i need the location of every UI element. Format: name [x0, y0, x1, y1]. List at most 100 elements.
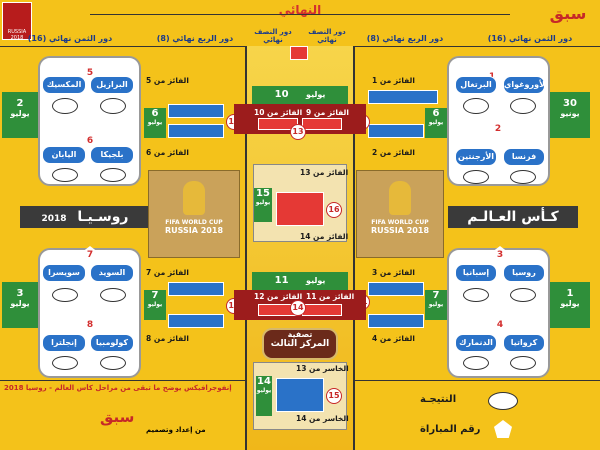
match-number-8: 8 — [82, 316, 98, 332]
team-japan[interactable]: اليابان — [42, 146, 86, 164]
legend-match-icon — [494, 420, 512, 438]
header-qf-right: دور الربع نهائي (8) — [366, 34, 444, 43]
footer-line-right — [355, 380, 600, 381]
team-mexico[interactable]: المكسيك — [42, 76, 86, 94]
third-month: يوليو — [256, 387, 272, 394]
score-england — [52, 356, 78, 370]
score-japan — [52, 168, 78, 182]
team-belgium[interactable]: بلجيكا — [90, 146, 134, 164]
date-right-bottom: 1 يوليو — [550, 282, 590, 328]
label-loser-13: الخاسر من 13 — [296, 364, 349, 373]
cup-line1: FIFA WORLD CUP — [371, 219, 429, 226]
date-month: يوليو — [10, 299, 30, 308]
banner-left: 2018 روسـيـا — [20, 206, 150, 228]
cup-line2: RUSSIA 2018 — [164, 226, 224, 235]
label-winner-12: الفائز من 12 — [254, 292, 303, 301]
score-uruguay — [510, 98, 536, 114]
cup-image-left: FIFA WORLD CUP RUSSIA 2018 — [148, 170, 240, 258]
score-russia — [510, 288, 536, 302]
third-place-label1: تصفية — [287, 330, 313, 339]
qf-date-left-top: 6 يوليو — [144, 108, 166, 138]
score-colombia — [100, 356, 126, 370]
team-portugal[interactable]: البرتغال — [455, 76, 497, 94]
team-sweden[interactable]: السويد — [90, 264, 134, 282]
date-day: 30 — [563, 98, 577, 109]
sf-day: 11 — [274, 275, 289, 286]
final-top-marker — [290, 46, 308, 60]
team-denmark[interactable]: الدنمارك — [455, 334, 497, 352]
qf-month: يوليو — [147, 119, 163, 126]
qf-slot-left-1 — [168, 104, 224, 118]
label-winner-10: الفائز من 10 — [254, 108, 303, 117]
header-qf-left: دور الربع نهائي (8) — [156, 34, 234, 43]
legend-result-label: النتيجـة — [420, 394, 457, 405]
final-month: يوليو — [255, 199, 271, 206]
date-month: يوليو — [560, 299, 580, 308]
qf-date-right-top: 6 يوليو — [425, 108, 447, 138]
date-month: يوليو — [10, 109, 30, 118]
wc-logo: RUSSIA 2018 — [2, 2, 32, 41]
footer-logo: سبق — [100, 408, 135, 426]
qf-slot-right-1 — [368, 90, 438, 104]
sf-month: يوليو — [306, 276, 326, 285]
score-sweden — [100, 288, 126, 302]
qf-day: 7 — [432, 290, 440, 301]
qf-date-right-bottom: 7 يوليو — [425, 290, 447, 320]
score-mexico — [52, 98, 78, 114]
label-winner-6: الفائز من 6 — [146, 148, 189, 157]
date-left-top: 2 يوليو — [2, 92, 38, 138]
cup-image-right: FIFA WORLD CUP RUSSIA 2018 — [356, 170, 444, 258]
label-winner-11: الفائز من 11 — [306, 292, 355, 301]
match-number-4: 4 — [492, 316, 508, 332]
qf-day: 6 — [432, 108, 440, 119]
team-brazil[interactable]: البرازيل — [90, 76, 134, 94]
team-russia[interactable]: روسيا — [503, 264, 545, 282]
score-belgium — [100, 168, 126, 182]
match-number-16: 16 — [326, 202, 342, 218]
final-slot — [276, 192, 324, 226]
date-day: 1 — [566, 288, 574, 299]
label-winner-7: الفائز من 7 — [146, 268, 189, 277]
label-winner-2: الفائز من 2 — [372, 148, 415, 157]
team-uruguay[interactable]: الأوروغواي — [503, 76, 548, 94]
qf-slot-right-4 — [368, 314, 424, 328]
team-england[interactable]: إنجلترا — [42, 334, 86, 352]
third-place-badge: تصفية المركز الثالث — [262, 328, 338, 360]
team-france[interactable]: فرنسا — [503, 148, 545, 166]
date-day: 3 — [16, 288, 24, 299]
header-r16-left: دور الثمن نهائي (16) — [27, 34, 113, 43]
footer-text: إنفوجرافيكس يوضح ما تبقى من مراحل كأس ال… — [4, 384, 232, 392]
banner-left-year: 2018 — [41, 214, 67, 224]
banner-left-text: روسـيـا — [77, 209, 129, 225]
team-argentina[interactable]: الأرجنتين — [455, 148, 497, 166]
trophy-icon — [183, 181, 205, 215]
score-portugal — [463, 98, 489, 114]
match-number-15: 15 — [326, 388, 342, 404]
team-colombia[interactable]: كولومبيا — [90, 334, 134, 352]
team-switzerland[interactable]: سويسرا — [42, 264, 86, 282]
label-loser-14: الخاسر من 14 — [296, 414, 349, 423]
qf-day: 7 — [151, 290, 159, 301]
sf-slot-top-right — [302, 118, 342, 130]
match-number-7: 7 — [82, 246, 98, 262]
footer-credit: من إعداد وتصميم — [146, 426, 206, 434]
team-spain[interactable]: إسبانيا — [455, 264, 497, 282]
legend-match-label: رقم المباراة — [420, 424, 481, 435]
label-winner-13: الفائز من 13 — [300, 168, 349, 177]
header-r16-right: دور الثمن نهائي (16) — [487, 34, 573, 43]
brand-logo-text: سبق — [549, 4, 587, 23]
label-winner-4: الفائز من 4 — [372, 334, 415, 343]
sf-date-bottom: 11 يوليو — [252, 272, 348, 290]
cup-line1: FIFA WORLD CUP — [165, 219, 223, 226]
third-date: 14 يوليو — [256, 376, 272, 416]
final-day: 15 — [256, 188, 270, 199]
banner-right: كـأس العـالـم — [448, 206, 578, 228]
sf-date-top: 10 يوليو — [252, 86, 348, 104]
label-winner-3: الفائز من 3 — [372, 268, 415, 277]
date-left-bottom: 3 يوليو — [2, 282, 38, 328]
qf-slot-right-2 — [368, 124, 424, 138]
team-croatia[interactable]: كرواتيا — [503, 334, 545, 352]
label-winner-1: الفائز من 1 — [372, 76, 415, 85]
footer-line — [0, 380, 245, 381]
match-number-2: 2 — [490, 120, 506, 136]
